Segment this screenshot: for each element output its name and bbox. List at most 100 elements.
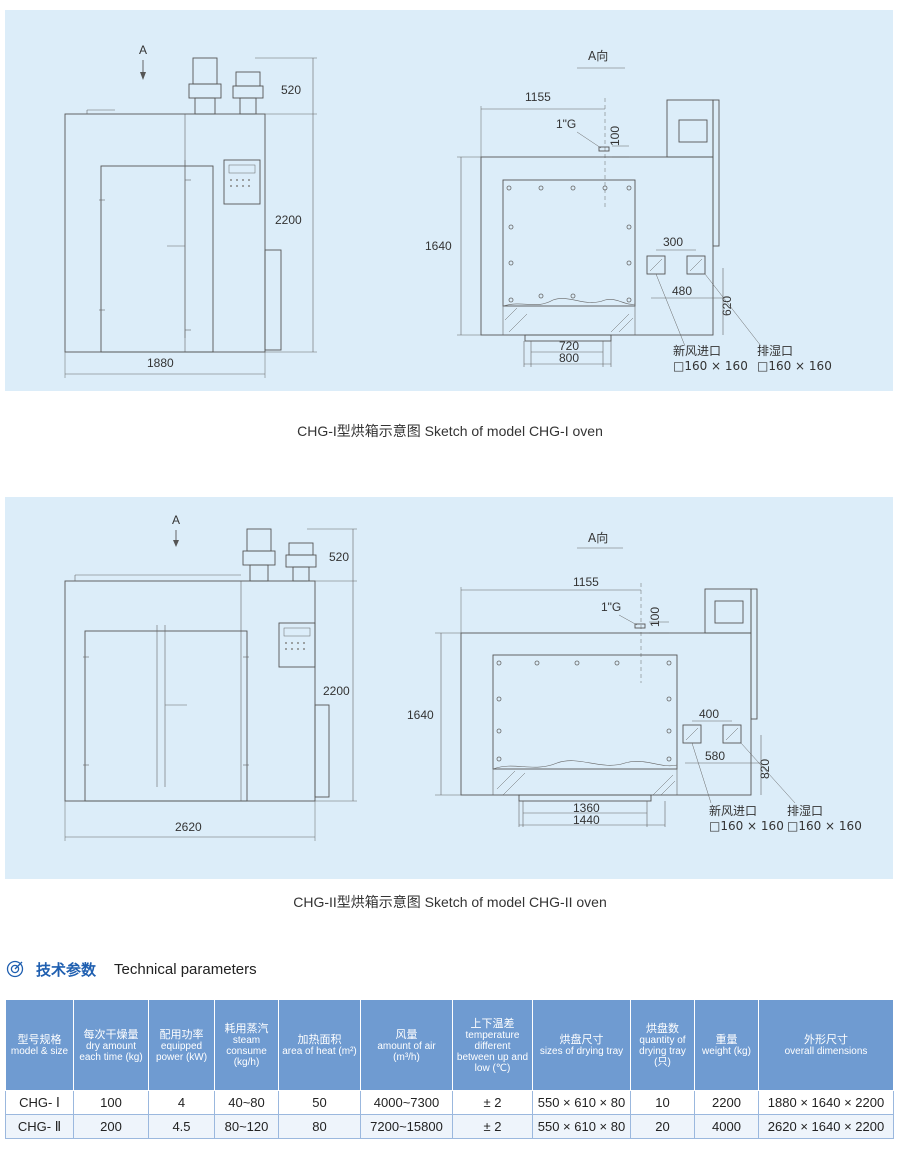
dim-base-inner: 1360: [573, 801, 600, 815]
table-cell: 550 × 610 × 80: [532, 1090, 631, 1115]
dim-body-height: 2200: [323, 684, 350, 698]
inlet-label: 新风进口: [673, 343, 721, 358]
table-cell: 2620 × 1640 × 2200: [758, 1114, 894, 1139]
control-panel: [223, 159, 261, 205]
table-cell: CHG- Ⅰ: [5, 1090, 74, 1115]
table-cell: 4000~7300: [360, 1090, 453, 1115]
control-panel: [278, 622, 316, 668]
oven-door: [84, 630, 248, 802]
tech-title-en: Technical parameters: [114, 960, 257, 978]
table-cell: CHG- Ⅱ: [5, 1114, 74, 1139]
oven-door: [100, 165, 214, 353]
oven-body: [64, 113, 266, 353]
dim-vent-span: 580: [705, 749, 725, 763]
table-cell: 80: [278, 1114, 361, 1139]
dim-top-height: 520: [281, 83, 301, 97]
outlet-size: □160 × 160: [757, 359, 832, 373]
table-cell: 80~120: [214, 1114, 279, 1139]
outlet-label: 排湿口: [757, 343, 793, 358]
dim-vent-spacing: 300: [663, 235, 683, 249]
inlet-label: 新风进口: [709, 803, 757, 818]
fan-housing: [666, 99, 714, 158]
table-cell: 550 × 610 × 80: [532, 1114, 631, 1139]
dim-side-height: 1640: [425, 239, 452, 253]
dim-base-outer: 1440: [573, 813, 600, 827]
view-marker-a: A: [172, 513, 180, 527]
drying-chamber: [492, 654, 678, 770]
table-cell: 4: [148, 1090, 215, 1115]
inlet-size: □160 × 160: [673, 359, 748, 373]
dim-base-inner: 720: [559, 339, 579, 353]
dim-pipe-offset: 100: [608, 126, 622, 146]
outlet-vent: [722, 724, 742, 744]
outlet-label: 排湿口: [787, 803, 823, 818]
oven-sketch-panel-2: A 520 2200 2620: [5, 497, 893, 879]
table-cell: 10: [630, 1090, 695, 1115]
outlet-size: □160 × 160: [787, 819, 862, 833]
table-cell: 4.5: [148, 1114, 215, 1139]
table-cell: 1880 × 1640 × 2200: [758, 1090, 894, 1115]
fan-motor-icon: [678, 119, 708, 143]
view-title: A向: [588, 530, 608, 545]
dim-vent-spacing: 400: [699, 707, 719, 721]
table-cell: 200: [73, 1114, 149, 1139]
dim-pipe-offset: 100: [648, 607, 662, 627]
table-row: CHG- Ⅰ 100 4 40~80 50 4000~7300 ± 2 550 …: [5, 1090, 894, 1115]
chg1-sketch: A 520 2200: [64, 43, 832, 378]
dim-vent-height: 820: [758, 759, 772, 779]
dim-vent-span: 480: [672, 284, 692, 298]
view-title: A向: [588, 48, 608, 63]
vent-stack: [235, 71, 261, 87]
dim-width: 1880: [147, 356, 174, 370]
dim-body-height: 2200: [275, 213, 302, 227]
fan-motor-icon: [714, 600, 744, 624]
dim-base-outer: 800: [559, 351, 579, 365]
inlet-size: □160 × 160: [709, 819, 784, 833]
table-cell: 4000: [694, 1114, 759, 1139]
table-cell: 20: [630, 1114, 695, 1139]
table-cell: 100: [73, 1090, 149, 1115]
fan-housing: [704, 588, 752, 634]
dim-width: 2620: [175, 820, 202, 834]
view-marker-a: A: [139, 43, 147, 57]
table-cell: 40~80: [214, 1090, 279, 1115]
dim-side-width: 1155: [525, 90, 551, 104]
figure-caption-1: CHG-I型烘箱示意图 Sketch of model CHG-I oven: [297, 423, 603, 439]
table-cell: 7200~15800: [360, 1114, 453, 1139]
table-row: CHG- Ⅱ 200 4.5 80~120 80 7200~15800 ± 2 …: [5, 1114, 894, 1139]
vent-stack: [288, 542, 314, 556]
target-circle-icon: [6, 960, 24, 978]
outlet-vent: [686, 255, 706, 275]
dim-side-width: 1155: [573, 575, 599, 589]
table-cell: ± 2: [452, 1090, 533, 1115]
pipe-label: 1"G: [556, 117, 576, 131]
exhaust-stack: [192, 57, 218, 85]
oven-body: [64, 580, 316, 802]
dim-vent-height: 620: [720, 296, 734, 316]
drying-chamber: [502, 179, 636, 307]
table-cell: 50: [278, 1090, 361, 1115]
tech-title-cn: 技术参数: [36, 960, 97, 979]
pipe-label: 1"G: [601, 600, 621, 614]
oven-sketch-panel-1: A 520 2200: [5, 10, 893, 391]
table-cell: 2200: [694, 1090, 759, 1115]
figure-caption-2: CHG-II型烘箱示意图 Sketch of model CHG-II oven: [293, 894, 607, 910]
dim-side-height: 1640: [407, 708, 434, 722]
dim-top-height: 520: [329, 550, 349, 564]
exhaust-stack: [246, 528, 272, 552]
table-cell: ± 2: [452, 1114, 533, 1139]
tech-params-heading: 技术参数 Technical parameters: [6, 958, 257, 980]
